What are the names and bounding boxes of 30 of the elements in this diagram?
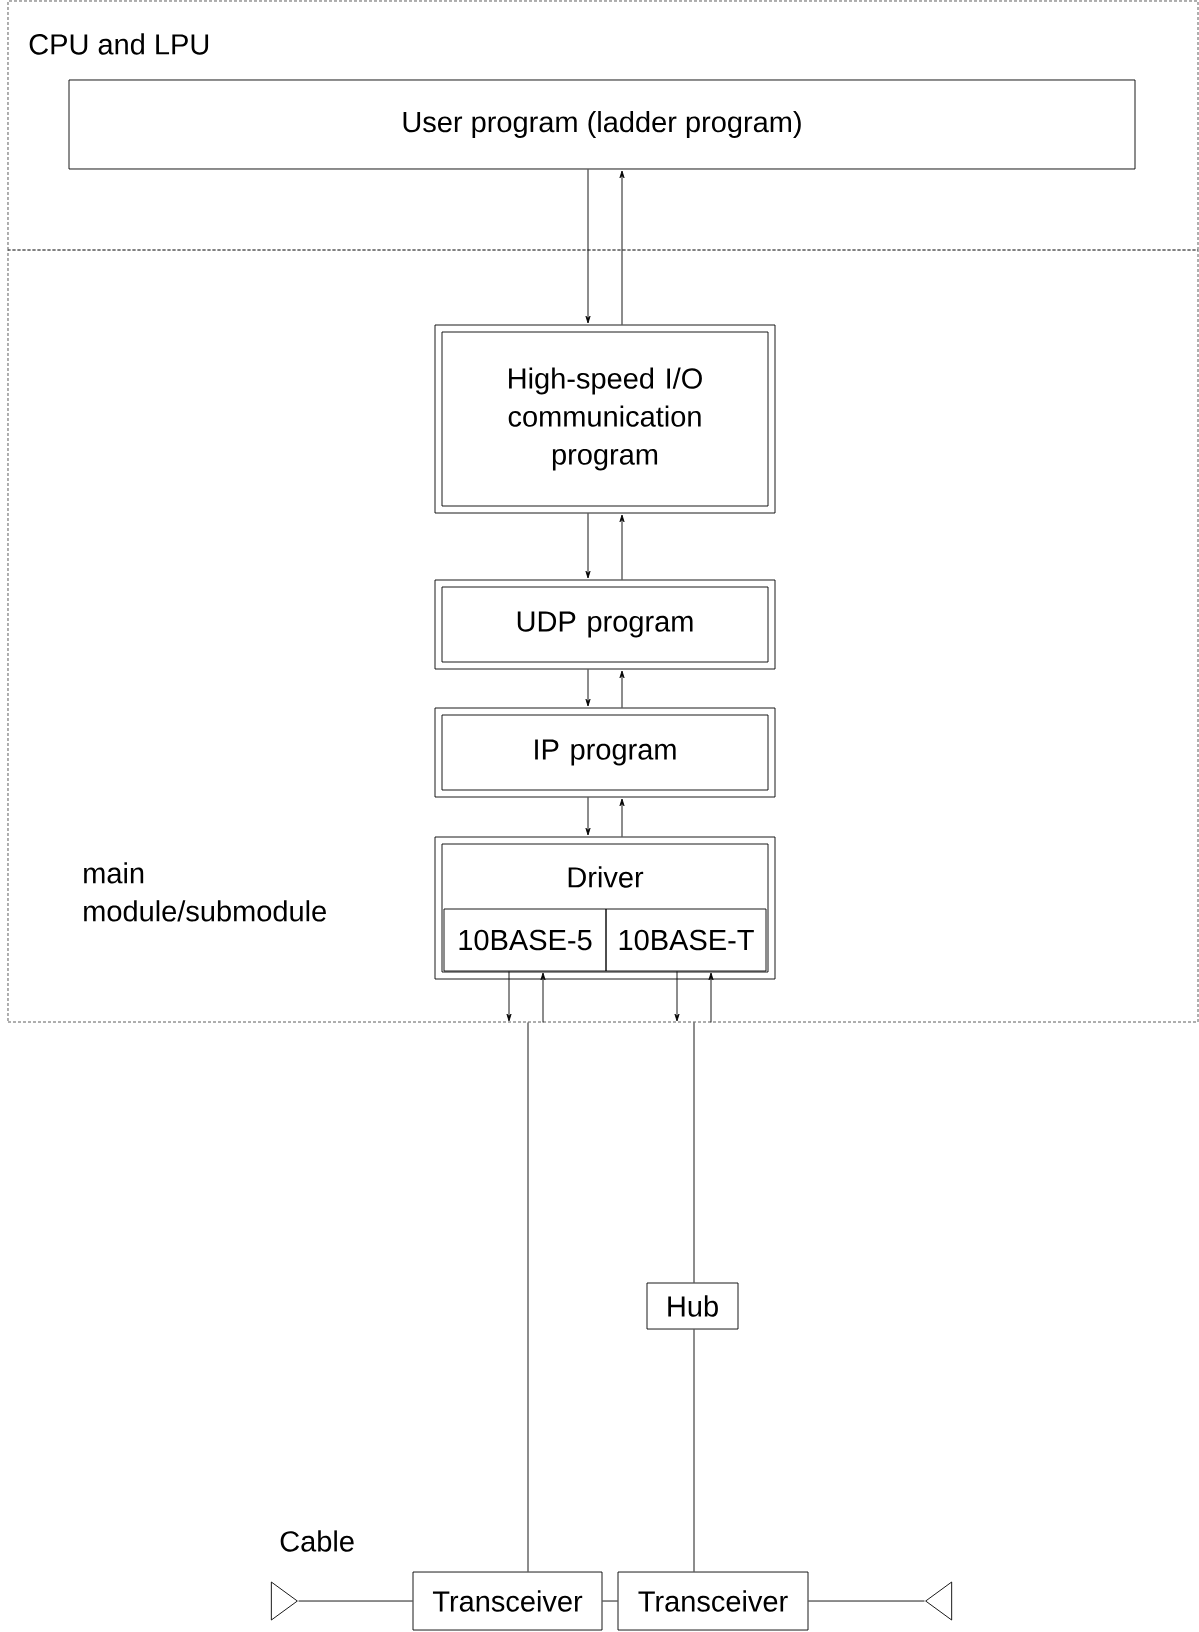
arrow bbox=[585, 169, 591, 324]
arrow bbox=[585, 797, 591, 836]
terminator-triangle bbox=[925, 1581, 953, 1621]
program-box: UDP program bbox=[434, 579, 776, 670]
transceiver-box: Transceiver bbox=[412, 1571, 603, 1631]
hub-box: Hub bbox=[646, 1282, 739, 1330]
cable-line bbox=[693, 1329, 695, 1572]
terminator-triangle bbox=[270, 1581, 298, 1621]
transceiver-box: Transceiver bbox=[617, 1571, 809, 1631]
arrow bbox=[585, 669, 591, 707]
arrow bbox=[674, 971, 680, 1022]
arrow bbox=[540, 972, 546, 1023]
cable-line bbox=[527, 1022, 529, 1572]
arrow bbox=[619, 670, 625, 708]
arrow bbox=[619, 170, 625, 325]
port-cell: 10BASE-5 bbox=[443, 908, 607, 972]
program-box: User program (ladder program) bbox=[68, 79, 1136, 170]
arrow bbox=[619, 798, 625, 837]
arrow bbox=[619, 514, 625, 580]
cable-line bbox=[602, 1600, 618, 1602]
arrow bbox=[708, 972, 714, 1023]
cable-label: Cable bbox=[280, 1530, 354, 1552]
arrow bbox=[585, 513, 591, 579]
arrow bbox=[506, 971, 512, 1022]
program-box: IP program bbox=[434, 707, 776, 798]
program-box: High-speed I/O communication program bbox=[434, 324, 776, 514]
port-cell: 10BASE-T bbox=[605, 908, 767, 972]
cable-line bbox=[298, 1600, 413, 1602]
cable-line bbox=[693, 1022, 695, 1283]
cable-line bbox=[808, 1600, 925, 1602]
